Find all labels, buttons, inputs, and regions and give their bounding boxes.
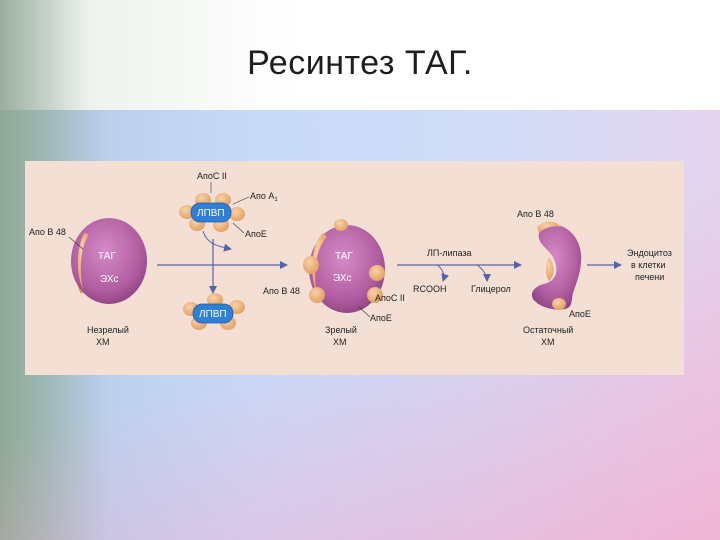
- hdl-core: [192, 303, 234, 324]
- ehs-label: ЭХс: [333, 273, 352, 284]
- remnant-chylomicron: [531, 221, 582, 310]
- remnant-caption: Остаточный: [523, 325, 573, 335]
- mature-caption: Зрелый: [325, 325, 357, 335]
- endocytosis-line3: печени: [635, 272, 664, 282]
- immature-particle: [71, 218, 147, 304]
- apo-a1-label: Апо А1: [250, 191, 278, 203]
- slide-title: Ресинтез ТАГ.: [247, 44, 473, 82]
- rcooh-label: RCOOH: [413, 284, 447, 294]
- apo-e-label: АпоЕ: [370, 313, 392, 323]
- hdl-label: ЛПВП: [197, 208, 225, 219]
- apo-b48-protein: [546, 257, 554, 281]
- ehs-label: ЭХс: [100, 274, 119, 285]
- product-arrow: [476, 264, 491, 282]
- immature-caption-hm: ХМ: [96, 337, 110, 347]
- remnant-caption-hm: ХМ: [541, 337, 555, 347]
- apo-e-protein: [552, 298, 566, 310]
- apo-protein: [334, 219, 348, 231]
- lipase-label: ЛП-липаза: [427, 248, 472, 258]
- transfer-arrow: [202, 230, 232, 252]
- apo-e-protein: [309, 287, 325, 303]
- apo-e-label: АпоЕ: [569, 309, 591, 319]
- apo-a1-pointer: [232, 196, 250, 205]
- hdl-particle-bottom: ЛПВП: [183, 293, 245, 330]
- remnant-particle: [531, 224, 582, 310]
- apo-b48-label: Апо В 48: [29, 227, 66, 237]
- product-arrow: [436, 264, 450, 282]
- mature-chylomicron: [303, 219, 385, 313]
- immature-caption: Незрелый: [87, 325, 129, 335]
- mature-particle: [309, 225, 385, 313]
- hdl-core: [190, 202, 232, 223]
- chylomicron-diagram: Апо В 48 ТАГ ЭХс Незрелый ХМ ЛПВП АпоС I…: [25, 161, 684, 375]
- apo-b48-protein: [312, 233, 327, 293]
- apo-c2-label: АпоС II: [197, 171, 227, 181]
- endocytosis-line2: в клетки: [631, 260, 665, 270]
- title-band: [0, 0, 720, 110]
- hdl-label: ЛПВП: [199, 309, 227, 320]
- endocytosis-line1: Эндоцитоз: [627, 248, 672, 258]
- apo-e-label: АпоЕ: [245, 229, 267, 239]
- apo-b48-pointer: [68, 236, 84, 250]
- glycerol-label: Глицерол: [471, 284, 511, 294]
- apo-e-pointer: [358, 306, 371, 318]
- apo-protein: [207, 293, 223, 307]
- apo-c2-label: АпоС II: [375, 293, 405, 303]
- diagram-svg: Апо В 48 ТАГ ЭХс Незрелый ХМ ЛПВП АпоС I…: [29, 171, 672, 347]
- apo-b48-label: Апо В 48: [517, 209, 554, 219]
- apo-protein: [229, 207, 245, 221]
- apo-b48-label: Апо В 48: [263, 286, 300, 296]
- apo-e-protein: [303, 256, 319, 274]
- tag-label: ТАГ: [98, 251, 116, 262]
- hdl-particle-top: ЛПВП: [179, 193, 245, 232]
- apo-e-pointer: [232, 222, 245, 234]
- tag-label: ТАГ: [335, 251, 353, 262]
- mature-caption-hm: ХМ: [333, 337, 347, 347]
- apo-c2-protein: [369, 265, 385, 281]
- apo-b48-protein: [537, 221, 561, 233]
- apo-c2-protein: [367, 287, 383, 303]
